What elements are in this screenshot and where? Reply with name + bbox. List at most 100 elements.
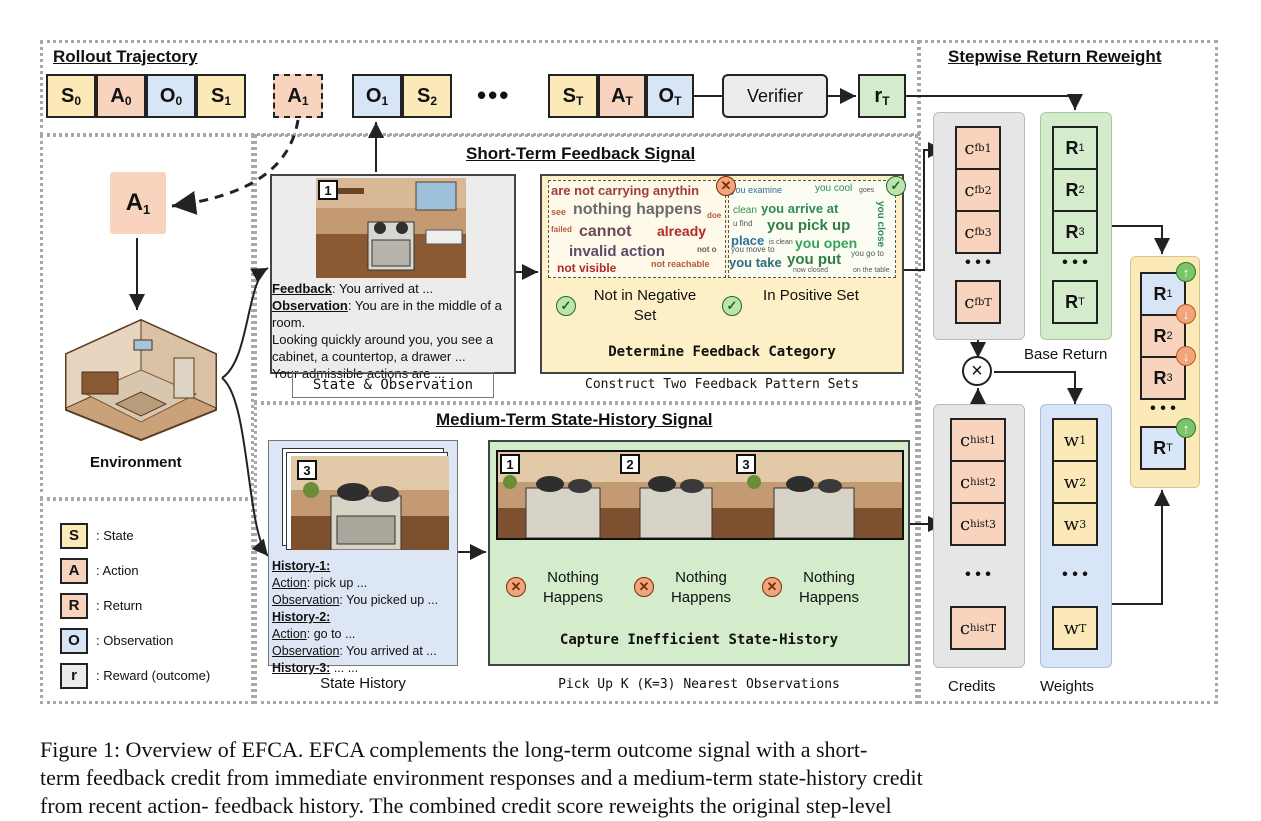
- history-1-action: : pick up ...: [306, 576, 368, 590]
- feedback-label: Feedback: [272, 281, 332, 296]
- pos-word: is clean: [769, 239, 793, 246]
- not-in-negative-check-icon: ✓: [556, 296, 576, 316]
- not-in-negative-label: Not in Negative Set: [593, 287, 697, 324]
- negative-set-cloud: are not carrying anythin see nothing hap…: [548, 180, 726, 278]
- history-2-label: History-2:: [272, 610, 331, 624]
- pos-word: you close: [875, 201, 886, 248]
- final-dots: • • •: [1150, 400, 1176, 417]
- short-term-title: Short-Term Feedback Signal: [466, 144, 696, 163]
- determine-label: Determine Feedback Category: [608, 344, 836, 360]
- pos-word: you arrive at: [761, 201, 839, 216]
- weights-label: Weights: [1040, 678, 1094, 695]
- neg-word: not o: [697, 245, 717, 254]
- pos-word: u find: [733, 219, 753, 228]
- state-obs-text: Feedback: You arrived at ... Observation…: [272, 280, 514, 382]
- multiply-icon: ×: [962, 356, 992, 386]
- environment-room-image: [65, 318, 217, 442]
- negative-x-icon: ✕: [716, 176, 736, 196]
- history-3-rest: ... ...: [330, 661, 359, 675]
- feedback-text: : You arrived at ...: [331, 281, 434, 296]
- caption-line-1: Figure 1: Overview of EFCA. EFCA complem…: [40, 737, 868, 762]
- legend-region: [40, 498, 254, 704]
- stepwise-title: Stepwise Return Reweight: [948, 47, 1162, 66]
- legend-item: S : State: [60, 518, 250, 553]
- history-tag: 3: [297, 460, 317, 480]
- pos-word: you go to: [851, 249, 884, 258]
- nothing-happens-2: Nothing Happens: [670, 569, 732, 606]
- pos-word: you cool: [815, 183, 853, 194]
- base-return-label: Base Return: [1024, 346, 1108, 363]
- neg-word: cannot: [579, 223, 632, 240]
- legend-text: : Return: [96, 598, 143, 613]
- neg-word: not reachable: [651, 259, 710, 269]
- nearest-image-3: [734, 452, 902, 538]
- legend-item: A : Action: [60, 553, 250, 588]
- environment-label: Environment: [90, 454, 182, 471]
- nearest-tag-1: 1: [500, 454, 520, 474]
- rollout-title: Rollout Trajectory: [53, 47, 198, 66]
- pos-word: goes: [859, 187, 875, 194]
- pos-word: now closed: [793, 267, 829, 274]
- capture-label: Capture Inefficient State-History: [559, 632, 839, 648]
- pos-word: you open: [795, 235, 858, 251]
- neg-word: invalid action: [569, 243, 665, 260]
- in-positive-label: In Positive Set: [763, 287, 859, 304]
- verifier-box: Verifier: [722, 74, 828, 118]
- pos-word: you pick up: [767, 217, 851, 234]
- legend-key: R: [60, 592, 88, 619]
- pos-word: you take: [729, 255, 782, 270]
- pos-word: you put: [787, 251, 842, 268]
- neg-word: not visible: [557, 261, 617, 275]
- nearest-caption: Pick Up K (K=3) Nearest Observations: [558, 677, 840, 692]
- feedback-caption: Construct Two Feedback Pattern Sets: [585, 377, 859, 392]
- figure-caption: Figure 1: Overview of EFCA. EFCA complem…: [40, 736, 1230, 820]
- weights-dots: • • •: [1062, 566, 1088, 583]
- nothing-happens-x-icon: ✕: [762, 577, 782, 597]
- neg-word: are not carrying anythin: [551, 183, 700, 198]
- history-2-obs: : You arrived at ...: [339, 644, 437, 658]
- legend-text: : State: [96, 528, 134, 543]
- pos-word: clean: [733, 205, 757, 216]
- history-2-action: : go to ...: [306, 627, 356, 641]
- legend-key: O: [60, 627, 88, 654]
- observation-text: : You are in the middle of a room.: [272, 298, 502, 330]
- up-arrow-icon: ↑: [1176, 262, 1196, 282]
- neg-word: doe: [707, 211, 722, 220]
- state-obs-line2: Looking quickly around you, you see a ca…: [272, 332, 494, 364]
- in-positive-check-icon: ✓: [722, 296, 742, 316]
- nothing-happens-1: Nothing Happens: [542, 569, 604, 606]
- neg-word: nothing happens: [573, 201, 702, 218]
- legend-item: r : Reward (outcome): [60, 658, 250, 693]
- state-obs-line3: Your admissible actions are ...: [272, 366, 445, 381]
- neg-word: already: [657, 223, 707, 239]
- pos-word: you move to: [731, 245, 775, 254]
- pos-word: you examine: [731, 185, 783, 195]
- state-history-caption: State History: [320, 675, 406, 692]
- history-1-obs-label: Observation: [272, 593, 340, 607]
- history-1-obs: : You picked up ...: [339, 593, 439, 607]
- history-image: [291, 456, 449, 550]
- caption-line-2: term feedback credit from immediate envi…: [40, 765, 923, 790]
- legend-item: R : Return: [60, 588, 250, 623]
- legend-text: : Action: [96, 563, 139, 578]
